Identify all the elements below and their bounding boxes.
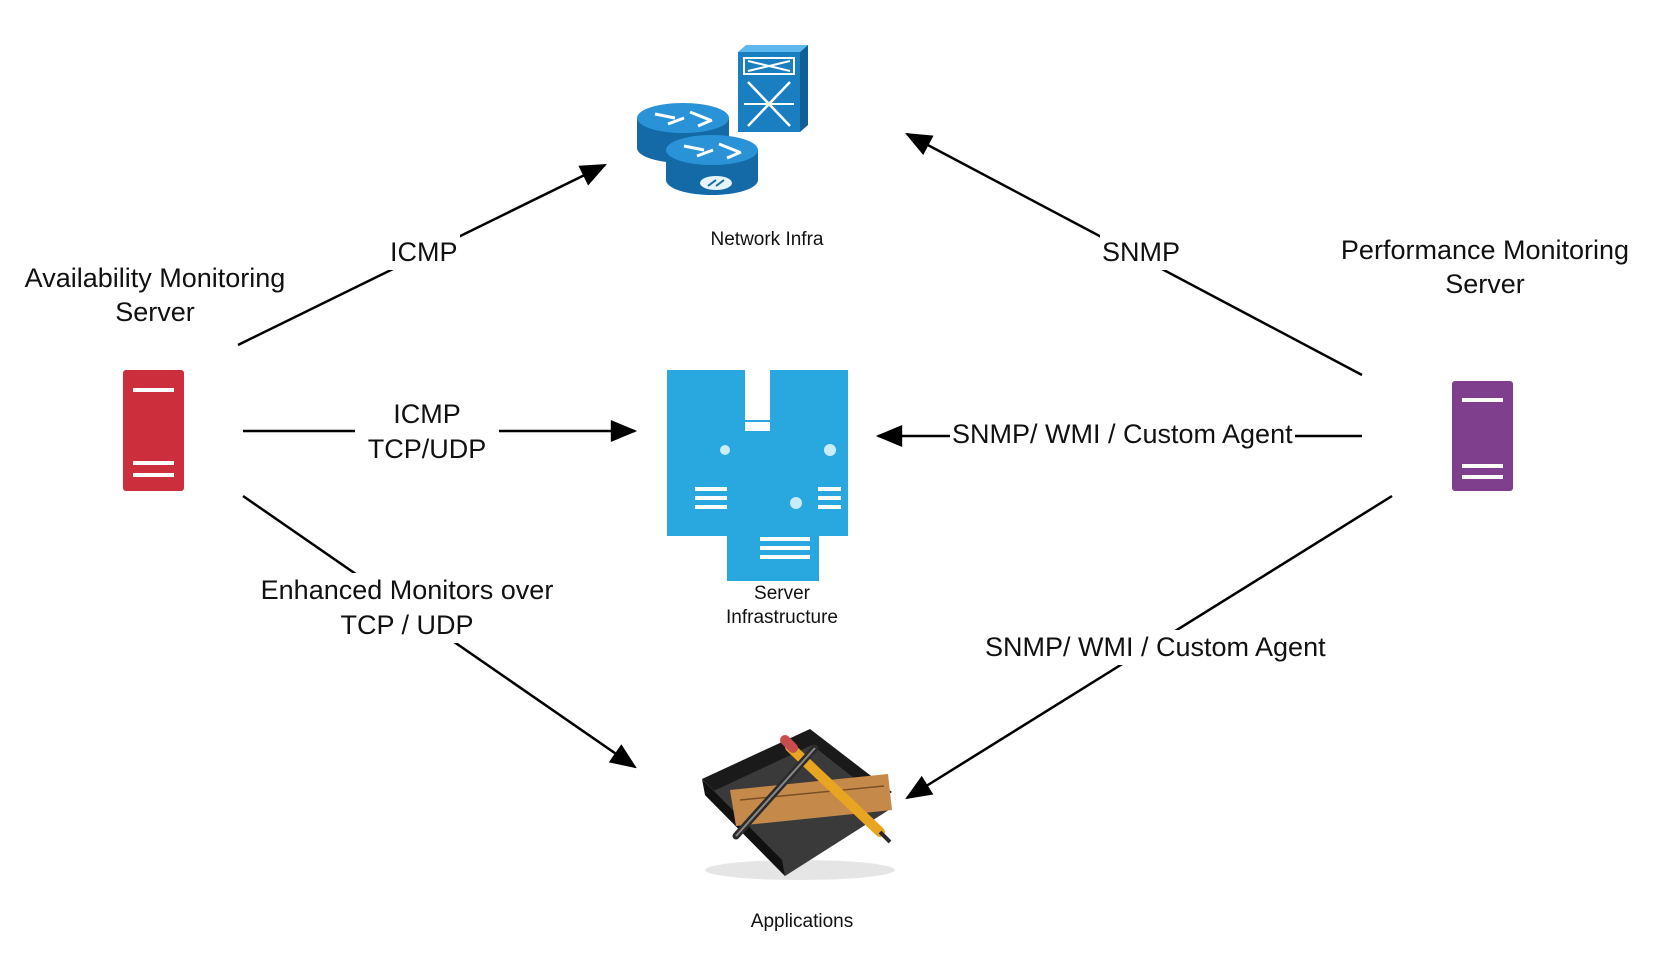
network-infra-label: Network Infra <box>710 229 824 250</box>
performance-server-icon <box>1452 381 1513 491</box>
server-infra-label: Server Infrastructure <box>726 583 838 628</box>
server-infrastructure-icon <box>667 370 848 581</box>
edge-label-perf-apps: SNMP/ WMI / Custom Agent <box>983 630 1328 666</box>
edge-label-avail-apps: Enhanced Monitors over TCP / UDP <box>255 573 559 644</box>
edge-label-avail-server: ICMP TCP/UDP <box>355 397 499 468</box>
edge-label-perf-network: SNMP <box>1100 235 1183 271</box>
availability-server-title: Availability Monitoring Server <box>24 263 286 327</box>
performance-server-title: Performance Monitoring Server <box>1340 235 1630 299</box>
applications-label: Applications <box>750 911 854 932</box>
edge-label-perf-server: SNMP/ WMI / Custom Agent <box>950 417 1295 453</box>
edge-label-avail-network: ICMP <box>388 235 460 271</box>
availability-server-icon <box>123 370 184 491</box>
applications-icon <box>702 729 895 880</box>
network-infra-icon <box>637 45 808 195</box>
